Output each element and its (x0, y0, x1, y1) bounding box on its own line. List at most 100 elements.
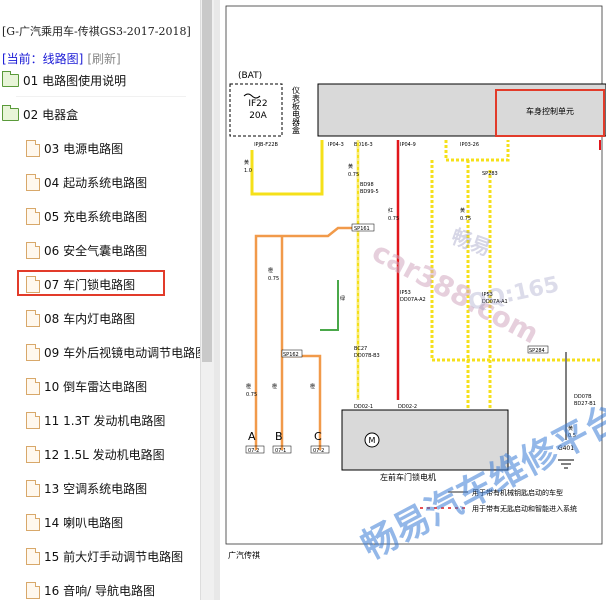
wire-size: 0.75 (348, 172, 359, 178)
terminal-c: C (314, 430, 322, 443)
bcm-pin: BD16-3 (354, 142, 373, 148)
current-view-label[interactable]: [当前：线路图] (2, 52, 84, 66)
sidebar-tree: [G-广汽乘用车-传祺GS3-2017-2018] [当前：线路图][刷新] 0… (0, 0, 200, 600)
vehicle-title: [G-广汽乘用车-传祺GS3-2017-2018] (2, 25, 191, 38)
page-icon (26, 547, 40, 565)
wire-color: 橙 (272, 383, 277, 390)
splice-box (351, 223, 375, 232)
tree-item-label: 04 起动系统电路图 (44, 175, 148, 190)
connector-code: BD99-5 (360, 189, 379, 195)
divider (16, 96, 186, 97)
tree-item-03[interactable]: 03 电源电路图 (26, 138, 123, 158)
connector-code: DD07A-A1 (482, 299, 508, 305)
selected-item-highlight (17, 270, 165, 296)
bcm-highlight (495, 89, 605, 137)
wire-size: 0.75 (268, 276, 279, 282)
watermark: 畅易 (448, 224, 494, 260)
page-icon (26, 343, 40, 361)
scrollbar-thumb[interactable] (202, 0, 212, 362)
wire-color: 橙 (268, 267, 273, 274)
tree-item-09[interactable]: 09 车外后视镜电动调节电路图 (26, 342, 200, 362)
splice-label: SP162 (283, 352, 299, 358)
tree-item-11[interactable]: 11 1.3T 发动机电路图 (26, 410, 165, 430)
tree-item-label: 13 空调系统电路图 (44, 481, 148, 496)
tree-item-label: 05 充电系统电路图 (44, 209, 148, 224)
tree-item-06[interactable]: 06 安全气囊电路图 (26, 240, 147, 260)
refresh-link[interactable]: [刷新] (87, 52, 121, 66)
tree-folder-label: 02 电器盒 (23, 107, 79, 122)
legend-item: 用于带有无匙启动和智能进入系统 (472, 504, 577, 513)
page-icon (26, 139, 40, 157)
connector-code: DD02-2 (398, 404, 417, 410)
terminal-ref-box (245, 445, 265, 454)
tree-item-label: 10 倒车雷达电路图 (44, 379, 148, 394)
tree-item-15[interactable]: 15 前大灯手动调节电路图 (26, 546, 183, 566)
tree-item-14[interactable]: 14 喇叭电路图 (26, 512, 123, 532)
page-icon (26, 479, 40, 497)
tree-item-10[interactable]: 10 倒车雷达电路图 (26, 376, 147, 396)
tree-folder-01[interactable]: 01 电路图使用说明 (2, 70, 126, 90)
wire-color: 橙 (246, 383, 251, 390)
tree-item-16[interactable]: 16 音响/ 导航电路图 (26, 580, 155, 600)
motor-icon (364, 432, 380, 448)
connector-code: BD27-B1 (574, 401, 596, 407)
connector-code: DD07B-B3 (354, 353, 380, 359)
frame-divider[interactable] (214, 0, 220, 600)
wire-yellow-fuse (250, 140, 324, 196)
wire-orange-a (254, 226, 354, 450)
tree-item-label: 11 1.3T 发动机电路图 (44, 413, 166, 428)
fuse-rating: 20A (249, 111, 267, 121)
tree-item-04[interactable]: 04 起动系统电路图 (26, 172, 147, 192)
tree-item-label: 14 喇叭电路图 (44, 515, 124, 530)
diagram-border (225, 5, 603, 545)
wire-color: 红 (388, 207, 393, 214)
terminal-ref: 07-2 (313, 448, 324, 454)
wire-size: 0.75 (246, 392, 257, 398)
tree-item-label: 08 车内灯电路图 (44, 311, 136, 326)
connector-code: DD07A-A2 (400, 297, 426, 303)
wire-color: 黄 (568, 425, 573, 432)
tree-item-08[interactable]: 08 车内灯电路图 (26, 308, 135, 328)
splice-box (281, 349, 303, 358)
connector-code: BD98 (360, 182, 374, 188)
terminal-a: A (248, 430, 256, 443)
wire-color: 绿 (340, 295, 345, 302)
wire-color: 黄 (460, 207, 465, 214)
current-view-bar: [当前：线路图][刷新] (2, 50, 121, 67)
bcm-pin: IP03-26 (460, 142, 479, 148)
page-icon (26, 207, 40, 225)
tree-item-13[interactable]: 13 空调系统电路图 (26, 478, 147, 498)
folder-icon (2, 104, 19, 121)
tree-item-05[interactable]: 05 充电系统电路图 (26, 206, 147, 226)
fuse-pin: IPJB-F22B (254, 142, 278, 148)
splice-label: SP283 (482, 171, 498, 177)
bat-label: (BAT) (238, 71, 262, 81)
page-icon (26, 513, 40, 531)
diagram-footer: 广汽传祺 (228, 550, 260, 560)
tree-item-12[interactable]: 12 1.5L 发动机电路图 (26, 444, 165, 464)
wire-size: 1.0 (244, 168, 252, 174)
connector-code: DD07B (574, 394, 592, 400)
tree-item-label: 03 电源电路图 (44, 141, 124, 156)
wire-yellow-dotted-top (444, 140, 510, 162)
tree-item-07[interactable]: 07 车门锁电路图 (26, 274, 135, 294)
bcm-label: 车身控制单元 (526, 106, 574, 116)
tree-item-label: 06 安全气囊电路图 (44, 243, 148, 258)
terminal-ref-box (310, 445, 330, 454)
terminal-ref: 07-1 (275, 448, 286, 454)
tree-item-label: 16 音响/ 导航电路图 (44, 583, 155, 598)
page-icon (26, 275, 40, 293)
bcm-pin: IP04-9 (400, 142, 416, 148)
fuse-icon (243, 93, 261, 99)
connector-code: IP53 (482, 292, 493, 298)
folder-icon (2, 70, 19, 87)
page-icon (26, 241, 40, 259)
terminal-ref: 07-2 (248, 448, 259, 454)
bcm-pin: IP04-3 (328, 142, 344, 148)
fuse-name: IF22 (248, 99, 267, 109)
page-icon (26, 309, 40, 327)
tree-folder-02[interactable]: 02 电器盒 (2, 104, 78, 124)
motor-label: 左前车门锁电机 (380, 472, 436, 482)
terminal-b: B (275, 430, 283, 443)
wire-color: 黄 (348, 163, 353, 170)
